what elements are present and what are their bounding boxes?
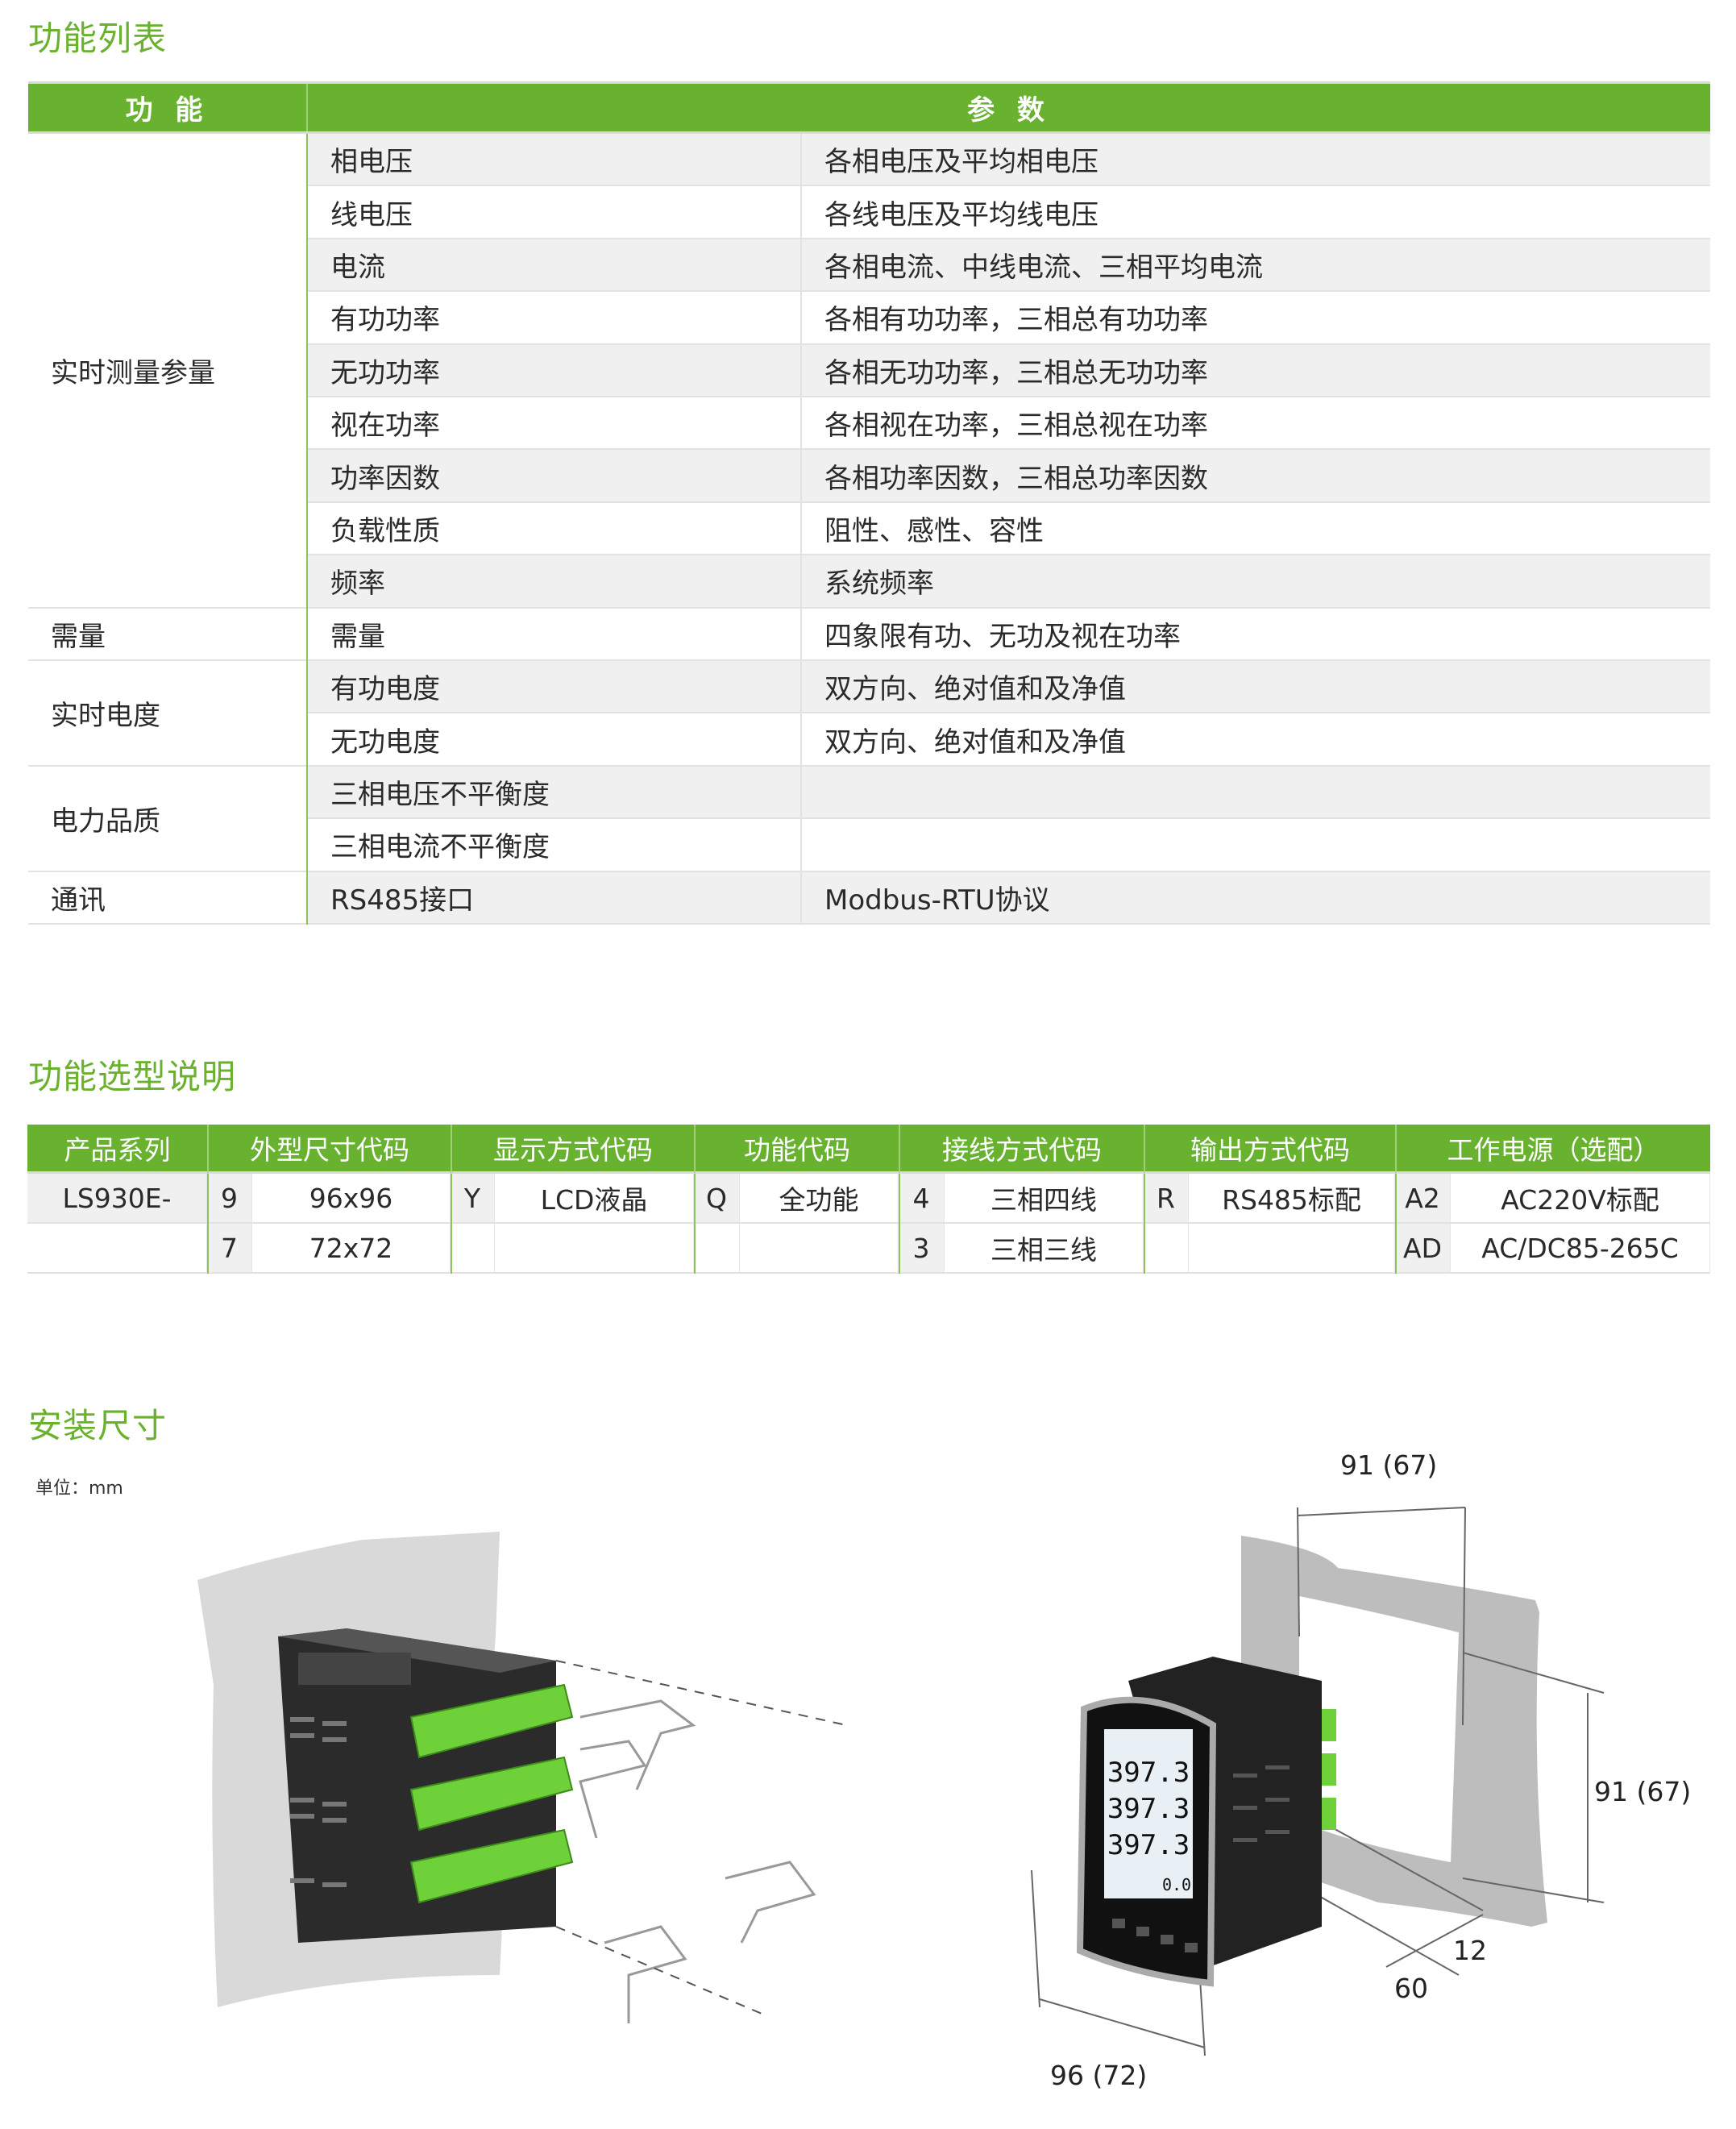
header-cell: 工作电源（选配）: [1395, 1125, 1710, 1174]
column-divider: [694, 1174, 696, 1274]
column-divider: [899, 1174, 900, 1274]
dim-side-height: 91 (67): [1594, 1776, 1692, 1807]
section-title-function-list: 功能列表: [28, 19, 168, 58]
table-cell-item: 有功电度: [308, 661, 800, 714]
header-cell: 接线方式代码: [899, 1125, 1144, 1174]
value-cell: 96x96: [252, 1174, 451, 1224]
code-cell: Y: [451, 1174, 495, 1224]
dim-depth-front: 12: [1453, 1935, 1487, 1966]
table-cell-item: 有功功率: [308, 292, 800, 345]
dim-top-width: 91 (67): [1340, 1449, 1438, 1481]
value-cell: 全功能: [740, 1174, 899, 1224]
code-cell: R: [1144, 1174, 1189, 1224]
table-cell-item: 视在功率: [308, 397, 800, 451]
table-cell-item: 相电压: [308, 134, 800, 187]
code-cell: [1144, 1224, 1189, 1274]
column-divider: [1395, 1174, 1397, 1274]
value-cell: [740, 1224, 899, 1274]
code-cell: [451, 1224, 495, 1274]
value-cell: [495, 1224, 694, 1274]
column-divider: [306, 134, 308, 925]
table-cell-item: 功率因数: [308, 450, 800, 503]
table-cell-param: 各相有功功率，三相总有功功率: [800, 292, 1710, 345]
code-cell: AD: [1395, 1224, 1451, 1274]
table-cell-param: 双方向、绝对值和及净值: [800, 661, 1710, 714]
section-title-install-size: 安装尺寸: [28, 1406, 168, 1445]
reading-4: 0.0: [1162, 1875, 1191, 1894]
terminal-blocks: [409, 1683, 574, 1904]
install-dimension-illustration: 397.3 397.3 397.3 0.0: [1031, 1507, 1605, 2056]
header-cell: 输出方式代码: [1144, 1125, 1395, 1174]
group-label: 实时测量参量: [28, 134, 306, 609]
meter-installed: 397.3 397.3 397.3 0.0: [1076, 1657, 1336, 1987]
code-cell: [694, 1224, 740, 1274]
header-params: 参 数: [967, 94, 1051, 127]
value-cell: AC/DC85-265C: [1451, 1224, 1710, 1274]
table-cell-param: 四象限有功、无功及视在功率: [800, 608, 1710, 661]
table-body: 实时测量参量需量实时电度电力品质通讯 相电压各相电压及平均相电压线电压各线电压及平…: [28, 134, 1710, 925]
table-cell-item: 需量: [308, 609, 800, 661]
table-cell-param: 各相电流、中线电流、三相平均电流: [800, 239, 1710, 293]
table-cell-param: Modbus-RTU协议: [800, 871, 1710, 925]
value-cell: 三相四线: [945, 1174, 1144, 1224]
table-cell-param: [800, 819, 1710, 872]
code-cell: 3: [899, 1224, 945, 1274]
table-cell-param: 各相电压及平均相电压: [800, 134, 1710, 187]
table-cell-param: 各线电压及平均线电压: [800, 186, 1710, 239]
value-cell: LCD液晶: [495, 1174, 694, 1224]
table-cell-item: 无功功率: [308, 344, 800, 397]
unit-label: 单位：mm: [35, 1478, 123, 1499]
dim-depth-body: 60: [1394, 1973, 1428, 2004]
table-header: 功 能 参 数: [28, 84, 1710, 134]
reading-2: 397.3: [1107, 1793, 1190, 1825]
code-cell: 4: [899, 1174, 945, 1224]
code-cell: Q: [694, 1174, 740, 1224]
table-cell-param: 各相无功功率，三相总无功功率: [800, 344, 1710, 397]
column-divider: [1144, 1174, 1145, 1274]
table-cell-item: 三相电流不平衡度: [308, 819, 800, 872]
header-cell: 产品系列: [27, 1125, 207, 1174]
function-list-table: 功 能 参 数 实时测量参量需量实时电度电力品质通讯 相电压各相电压及平均相电压线…: [28, 81, 1710, 925]
table-cell-item: 负载性质: [308, 503, 800, 556]
value-cell: [27, 1224, 207, 1274]
value-cell: [1189, 1224, 1395, 1274]
code-cell: 7: [207, 1224, 252, 1274]
dim-front-width: 96 (72): [1050, 2060, 1148, 2091]
reading-1: 397.3: [1107, 1757, 1190, 1789]
column-divider: [451, 1174, 452, 1274]
header-cell: 功能代码: [694, 1125, 899, 1174]
table-cell-param: 阻性、感性、容性: [800, 502, 1710, 556]
table-cell-param: 各相功率因数，三相总功率因数: [800, 450, 1710, 503]
code-cell: A2: [1395, 1174, 1451, 1224]
code-cell: 9: [207, 1174, 252, 1224]
value-cell: 72x72: [252, 1224, 451, 1274]
table-cell-item: 电流: [308, 239, 800, 293]
group-label: 实时电度: [28, 661, 306, 767]
value-cell: AC220V标配: [1451, 1174, 1710, 1224]
table-cell-param: 系统频率: [800, 555, 1710, 609]
header-cell: 显示方式代码: [451, 1125, 694, 1174]
section-title-selection: 功能选型说明: [28, 1057, 237, 1096]
table-cell-item: RS485接口: [308, 871, 800, 925]
value-cell: RS485标配: [1189, 1174, 1395, 1224]
table-cell-param: [800, 766, 1710, 820]
exploded-install-illustration: [197, 1532, 847, 2023]
table-cell-item: 线电压: [308, 186, 800, 239]
table-cell-item: 三相电压不平衡度: [308, 766, 800, 820]
table-cell-item: 频率: [308, 555, 800, 609]
group-label: 需量: [28, 609, 306, 661]
group-label: 电力品质: [28, 767, 306, 872]
reading-3: 397.3: [1107, 1829, 1190, 1861]
table-cell-item: 无功电度: [308, 713, 800, 767]
mounting-clips: [579, 1699, 816, 2023]
header-function: 功 能: [125, 94, 210, 127]
group-label: 通讯: [28, 872, 306, 925]
column-divider: [207, 1174, 209, 1274]
table-cell-param: 各相视在功率，三相总视在功率: [800, 397, 1710, 451]
value-cell: LS930E-: [27, 1174, 207, 1224]
table-cell-param: 双方向、绝对值和及净值: [800, 713, 1710, 767]
header-cell: 外型尺寸代码: [207, 1125, 451, 1174]
value-cell: 三相三线: [945, 1224, 1144, 1274]
